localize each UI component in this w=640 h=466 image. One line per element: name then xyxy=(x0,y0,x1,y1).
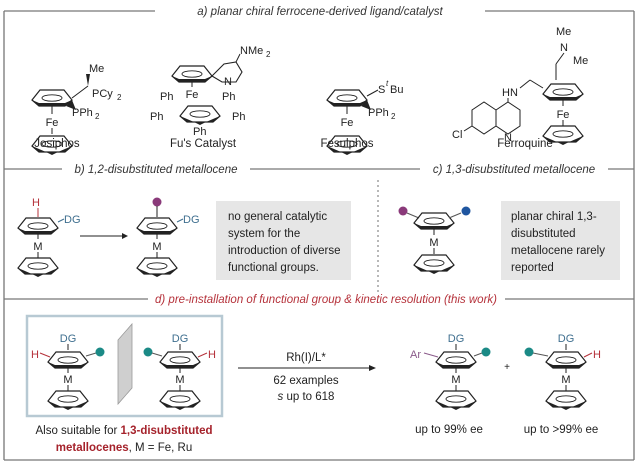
substituent-dot-purple xyxy=(152,197,162,207)
svg-text:M: M xyxy=(175,374,184,386)
svg-text:disubstituted: disubstituted xyxy=(511,228,576,240)
reaction-arrow-d xyxy=(238,365,376,371)
svg-text:Ph: Ph xyxy=(193,126,206,138)
svg-text:S: S xyxy=(378,84,385,96)
svg-text:H: H xyxy=(208,349,216,361)
svg-text:PCy: PCy xyxy=(92,88,113,100)
fu-catalyst-structure: N NMe 2 Fe Ph Ph Ph Ph Ph xyxy=(150,45,271,138)
substituent-dot-teal xyxy=(95,347,105,357)
svg-text:Ar: Ar xyxy=(410,349,421,361)
section-b-note-box: no general catalytic system for the intr… xyxy=(216,201,351,280)
section-b-product: DG M xyxy=(136,197,200,278)
reaction-examples: 62 examples xyxy=(273,375,338,387)
svg-text:no general catalytic: no general catalytic xyxy=(228,211,327,223)
racemate-enantiomer-left: DG H M xyxy=(31,333,105,411)
substituent-dot-teal xyxy=(481,347,491,357)
product-ee: up to 99% ee xyxy=(415,424,483,436)
outer-frame xyxy=(3,10,635,461)
reaction-catalyst: Rh(I)/L* xyxy=(286,352,326,364)
substituent-dot-purple xyxy=(398,206,408,216)
svg-text:t: t xyxy=(386,79,389,88)
section-d-title: d) pre-installation of functional group … xyxy=(155,294,497,306)
recovered-substrate: DG H M xyxy=(524,333,601,411)
svg-text:Fe: Fe xyxy=(341,117,354,129)
svg-text:reported: reported xyxy=(511,262,554,274)
svg-text:functional groups.: functional groups. xyxy=(228,262,319,274)
svg-text:HN: HN xyxy=(502,87,518,99)
svg-text:NMe: NMe xyxy=(240,45,263,57)
josiphos-label: Josiphos xyxy=(34,138,80,150)
section-a-title: a) planar chiral ferrocene-derived ligan… xyxy=(197,6,443,18)
svg-text:M: M xyxy=(429,237,438,249)
svg-text:DG: DG xyxy=(448,333,465,345)
svg-text:H: H xyxy=(32,197,40,209)
svg-text:Ph: Ph xyxy=(150,111,163,123)
substituent-dot-blue xyxy=(461,206,471,216)
svg-text:Bu: Bu xyxy=(390,84,403,96)
svg-text:2: 2 xyxy=(266,50,271,59)
svg-text:M: M xyxy=(152,241,161,253)
reaction-arrow-b xyxy=(80,233,128,239)
section-b-substrate: H DG M xyxy=(17,197,81,278)
svg-text:H: H xyxy=(593,349,601,361)
product-arylated: DG Ar M xyxy=(410,333,491,411)
svg-text:Ph: Ph xyxy=(232,111,245,123)
svg-text:Ph: Ph xyxy=(160,91,173,103)
reaction-selectivity: s up to 618 xyxy=(278,391,335,403)
svg-text:Me: Me xyxy=(556,26,571,38)
svg-text:M: M xyxy=(33,241,42,253)
plus-sign: + xyxy=(504,362,510,373)
svg-text:2: 2 xyxy=(117,93,122,102)
svg-text:introduction of diverse: introduction of diverse xyxy=(228,245,341,257)
svg-text:M: M xyxy=(451,374,460,386)
substituent-dot-teal xyxy=(524,347,534,357)
svg-text:planar chiral 1,3-: planar chiral 1,3- xyxy=(511,211,597,223)
racemate-caption-line1: Also suitable for 1,3-disubstituted xyxy=(35,425,212,437)
svg-text:Me: Me xyxy=(573,55,588,67)
svg-text:M: M xyxy=(63,374,72,386)
ferroquine-label: Ferroquine xyxy=(497,138,553,150)
racemate-box xyxy=(25,314,224,418)
svg-text:system for the: system for the xyxy=(228,228,300,240)
racemate-enantiomer-right: DG H M xyxy=(143,333,216,411)
fesulphos-label: Fesulphos xyxy=(320,138,373,150)
svg-text:DG: DG xyxy=(183,214,200,226)
svg-text:PPh: PPh xyxy=(368,107,389,119)
svg-text:Fe: Fe xyxy=(557,109,570,121)
svg-text:DG: DG xyxy=(64,214,81,226)
section-c-structure: M xyxy=(398,206,471,275)
section-b-title: b) 1,2-disubstituted metallocene xyxy=(74,164,237,176)
mirror-plane xyxy=(117,322,133,406)
svg-text:PPh: PPh xyxy=(72,107,93,119)
svg-text:H: H xyxy=(31,349,39,361)
josiphos-structure: Fe Me PCy 2 PPh 2 xyxy=(31,63,122,156)
section-c-title: c) 1,3-disubstituted metallocene xyxy=(433,164,595,176)
section-c-note-box: planar chiral 1,3- disubstituted metallo… xyxy=(501,201,620,280)
svg-text:N: N xyxy=(560,42,568,54)
svg-text:2: 2 xyxy=(391,112,396,121)
ferroquine-structure: Me N Me HN Fe N Cl xyxy=(452,26,588,146)
svg-text:Me: Me xyxy=(89,63,104,75)
svg-text:metallocene rarely: metallocene rarely xyxy=(511,245,605,257)
fesulphos-structure: S t Bu PPh 2 Fe xyxy=(326,79,403,156)
svg-text:Cl: Cl xyxy=(452,129,462,141)
svg-text:Fe: Fe xyxy=(186,89,199,101)
svg-text:DG: DG xyxy=(172,333,189,345)
svg-text:Ph: Ph xyxy=(222,91,235,103)
svg-text:M: M xyxy=(561,374,570,386)
racemate-caption-line2: metallocenes, M = Fe, Ru xyxy=(56,442,192,454)
substituent-dot-teal xyxy=(143,347,153,357)
fu-catalyst-label: Fu's Catalyst xyxy=(170,138,237,150)
svg-text:Fe: Fe xyxy=(46,117,59,129)
svg-text:N: N xyxy=(224,76,232,88)
recovered-ee: up to >99% ee xyxy=(524,424,599,436)
svg-text:DG: DG xyxy=(558,333,575,345)
svg-text:DG: DG xyxy=(60,333,77,345)
svg-text:N: N xyxy=(504,132,512,144)
svg-text:2: 2 xyxy=(95,112,100,121)
